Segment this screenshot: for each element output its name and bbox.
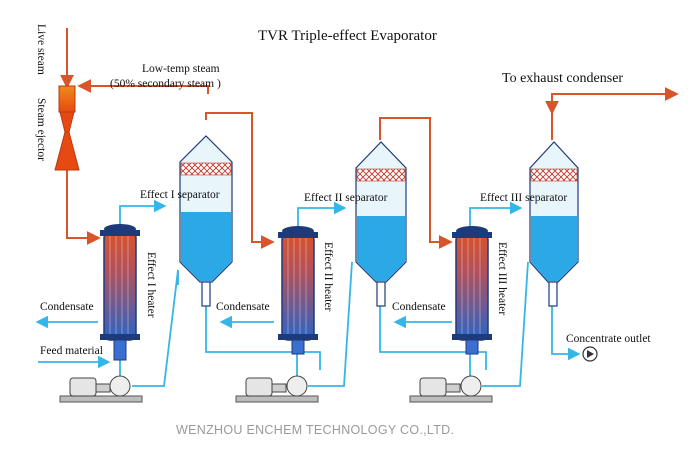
low-temp-steam-sub-label: (50% secondary steam ) bbox=[110, 78, 221, 90]
low-temp-steam-label: Low-temp steam bbox=[142, 63, 220, 75]
live-steam-label: Live steam bbox=[35, 24, 47, 75]
diagram-title: TVR Triple-effect Evaporator bbox=[258, 28, 437, 44]
concentrate-outlet-label: Concentrate outlet bbox=[566, 333, 651, 345]
separator-effect-1 bbox=[179, 135, 233, 307]
company-watermark: WENZHOU ENCHEM TECHNOLOGY CO.,LTD. bbox=[176, 423, 454, 437]
sep1-vapor-line bbox=[205, 112, 275, 249]
exhaust-condenser-label: To exhaust condenser bbox=[502, 71, 623, 86]
liquid-lines bbox=[35, 199, 581, 387]
steam-lines bbox=[60, 28, 679, 249]
heater-2-label: Effect II heater bbox=[322, 242, 334, 312]
concentrate-valve-icon bbox=[582, 346, 598, 362]
exhaust-line bbox=[551, 87, 679, 140]
ejector-to-heater1-line bbox=[66, 170, 101, 245]
heater-3-label: Effect III heater bbox=[496, 242, 508, 315]
pump-1 bbox=[59, 375, 143, 403]
condensate-2-label: Condensate bbox=[216, 301, 270, 313]
separator-2-label: Effect II separator bbox=[304, 192, 388, 204]
sep2-vapor-line bbox=[379, 117, 453, 249]
heater-effect-2 bbox=[278, 226, 318, 355]
pump-3 bbox=[409, 375, 493, 403]
condensate-3-label: Condensate bbox=[392, 301, 446, 313]
feed-material-label: Feed material bbox=[40, 345, 103, 357]
condensate-1-label: Condensate bbox=[40, 301, 94, 313]
steam-ejector bbox=[54, 85, 80, 171]
separator-1-label: Effect I separator bbox=[140, 189, 220, 201]
heater-effect-3 bbox=[452, 226, 492, 355]
separator-effect-3 bbox=[529, 141, 579, 307]
separator-3-label: Effect III separator bbox=[480, 192, 567, 204]
pump-2 bbox=[235, 375, 319, 403]
steam-ejector-label: Steam ejector bbox=[35, 98, 47, 161]
separator-effect-2 bbox=[355, 141, 407, 307]
heater-effect-1 bbox=[100, 224, 140, 361]
low-temp-steam-line bbox=[77, 79, 209, 94]
heater-1-label: Effect I heater bbox=[145, 252, 157, 318]
